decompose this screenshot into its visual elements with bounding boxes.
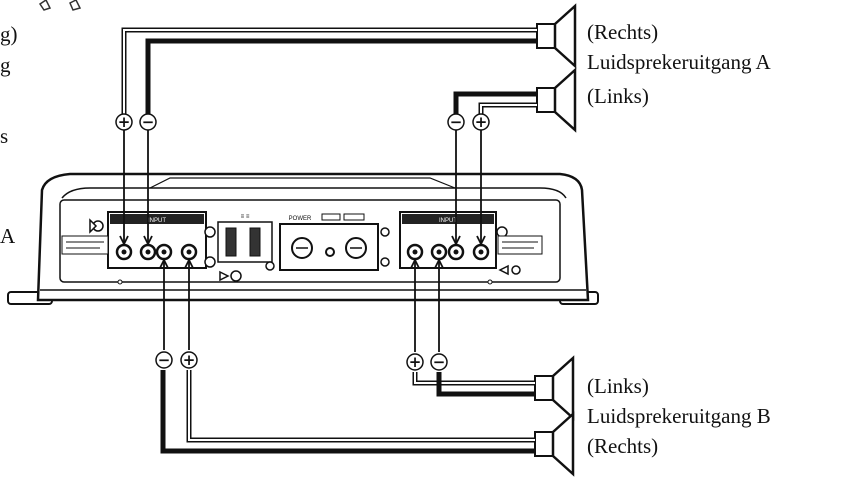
plus-sign: +	[118, 113, 131, 131]
polarity-markers: + − − + − + + −	[115, 113, 490, 371]
cropped-text-fragment: s	[0, 124, 9, 148]
cropped-text-fragment: A	[0, 224, 16, 248]
minus-sign: −	[158, 351, 171, 369]
right-input-label: INPUT	[439, 218, 457, 224]
svg-text:≡ ≡: ≡ ≡	[241, 214, 250, 220]
left-panel-details	[61, 218, 216, 268]
minus-sign: −	[433, 353, 446, 371]
speaker-b-right	[534, 411, 575, 477]
speaker-b-left	[534, 355, 575, 421]
middle-controls: ≡ ≡	[217, 214, 275, 282]
wire-b-right	[160, 370, 535, 454]
minus-sign: −	[142, 113, 155, 131]
gain-panel: POWER	[279, 213, 390, 271]
top-left-mark	[38, 0, 82, 11]
plus-sign: +	[183, 351, 196, 369]
speaker-a-title: Luidsprekeruitgang A	[587, 50, 771, 74]
speaker-a-right	[536, 3, 577, 69]
speaker-b-left-label: (Links)	[587, 374, 649, 398]
wire-a-right	[121, 27, 537, 115]
speaker-a-right-label: (Rechts)	[587, 20, 659, 44]
minus-sign: −	[450, 113, 463, 131]
wire-a-left	[453, 91, 537, 115]
plus-sign: +	[475, 113, 488, 131]
power-label: POWER	[289, 216, 312, 222]
speaker-b-right-label: (Rechts)	[587, 434, 659, 458]
terminal-leads-bottom	[159, 257, 444, 352]
cropped-text-fragment: g	[0, 53, 11, 77]
plus-sign: +	[409, 353, 422, 371]
cropped-text-fragment: g)	[0, 22, 18, 46]
right-panel-details	[117, 226, 543, 285]
terminal-leads-top	[119, 130, 486, 247]
left-input-label: INPUT	[148, 218, 166, 224]
speaker-a-left	[536, 67, 577, 133]
speaker-a-left-label: (Links)	[587, 84, 649, 108]
wire-b-left	[412, 372, 535, 397]
speaker-b-title: Luidsprekeruitgang B	[587, 404, 771, 428]
